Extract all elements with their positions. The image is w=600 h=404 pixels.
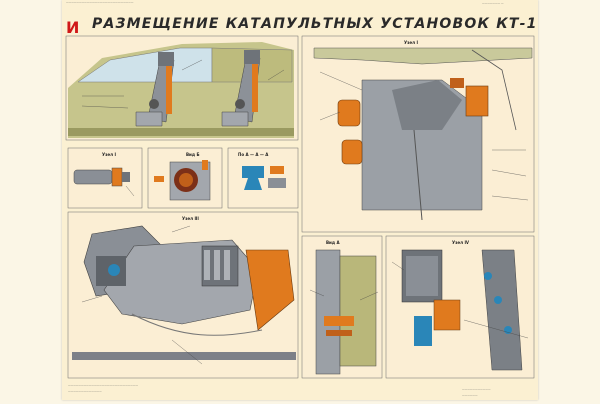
panel-right-top: Узел I	[301, 35, 535, 233]
panel-view-1: Узел I	[67, 147, 143, 209]
svg-text:———————————————————————————: ———————————————————————————	[68, 384, 138, 387]
panel-view-4-title: Узел IV	[452, 240, 470, 245]
footer: ——————————————————————————— ————————————…	[68, 384, 491, 397]
panel-section-title: По А — А — А	[238, 152, 269, 157]
panel-cockpit	[65, 35, 299, 141]
header: —————————————————————————— ——————— — И Р…	[66, 1, 538, 37]
panel-view-a: Вид А	[301, 235, 383, 379]
svg-text:——————: ——————	[462, 394, 478, 397]
poster-drawing: —————————————————————————— ——————— — И Р…	[65, 1, 538, 397]
poster-title: РАЗМЕЩЕНИЕ КАТАПУЛЬТНЫХ УСТАНОВОК КТ-1	[92, 16, 538, 32]
panel-section: По А — А — А	[227, 147, 299, 209]
panel-right-top-title: Узел I	[404, 40, 418, 45]
svg-text:——————————————————————————: ——————————————————————————	[66, 1, 134, 4]
svg-text:—————————————: —————————————	[68, 390, 102, 393]
panel-view-a-title: Вид А	[326, 240, 340, 245]
seat-rear	[221, 50, 261, 127]
panel-view-3-title: Узел III	[182, 216, 199, 221]
seat-front	[135, 52, 175, 127]
panel-view-b-title: Вид Б	[186, 152, 200, 157]
svg-text:———————————: ———————————	[462, 388, 491, 391]
panel-view-1-title: Узел I	[102, 152, 116, 157]
panel-view-b: Вид Б	[147, 147, 223, 209]
poster-letter: И	[66, 18, 79, 37]
svg-text:——————— —: ——————— —	[482, 2, 504, 5]
panel-view-4: Узел IV	[385, 235, 535, 379]
panel-view-3: Узел III	[67, 211, 299, 379]
poster-sheet: —————————————————————————— ——————— — И Р…	[62, 0, 538, 400]
